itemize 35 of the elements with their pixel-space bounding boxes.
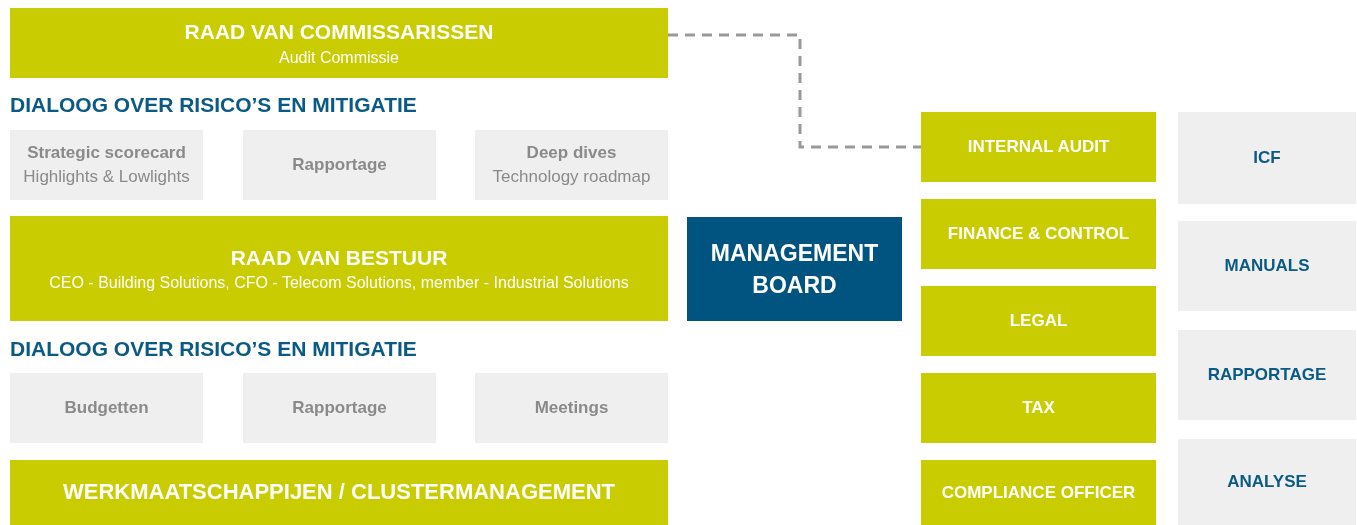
management-box — [687, 217, 902, 321]
function-box — [921, 286, 1156, 356]
box-heading: MANAGEMENT BOARD — [709, 238, 880, 300]
box-heading: LEGAL — [1009, 310, 1068, 333]
box-heading: Rapportage — [292, 397, 387, 420]
box-heading: Strategic scorecard — [27, 142, 186, 165]
box-heading: TAX — [1022, 397, 1055, 420]
box-text: CEO - Building Solutions, CFO - Telecom Solutions, member - Industrial Solutions — [49, 273, 629, 293]
box-heading: Meetings — [534, 397, 609, 420]
box-heading: ICF — [1253, 147, 1281, 170]
box-heading: RAAD VAN COMMISSARISSEN — [184, 19, 494, 46]
box-text: Audit Commissie — [279, 47, 399, 68]
box-text: Highlights & Lowlights — [23, 166, 190, 188]
box-heading: FINANCE & CONTROL — [947, 223, 1130, 246]
dashed-connector — [668, 33, 921, 149]
function-box — [921, 112, 1156, 182]
board-box — [10, 460, 668, 525]
board-box — [10, 216, 668, 321]
function-box — [921, 373, 1156, 443]
box-heading: MANUALS — [1224, 255, 1310, 278]
section-heading: DIALOOG OVER RISICO’S EN MITIGATIE — [10, 337, 417, 361]
function-box — [921, 199, 1156, 269]
box-heading: WERKMAATSCHAPPIJEN / CLUSTERMANAGEMENT — [62, 478, 615, 507]
box-heading: Deep dives — [526, 142, 617, 165]
function-box — [921, 460, 1156, 525]
box-heading: ANALYSE — [1227, 471, 1307, 494]
box-heading: INTERNAL AUDIT — [967, 136, 1110, 159]
box-heading: RAPPORTAGE — [1207, 364, 1327, 387]
box-heading: Rapportage — [292, 154, 387, 177]
box-text: Technology roadmap — [492, 166, 651, 188]
board-box — [10, 8, 668, 78]
box-heading: COMPLIANCE OFFICER — [941, 481, 1136, 504]
box-heading: RAAD VAN BESTUUR — [230, 244, 448, 271]
section-heading: DIALOOG OVER RISICO’S EN MITIGATIE — [10, 93, 417, 117]
box-heading: Budgetten — [64, 397, 149, 420]
